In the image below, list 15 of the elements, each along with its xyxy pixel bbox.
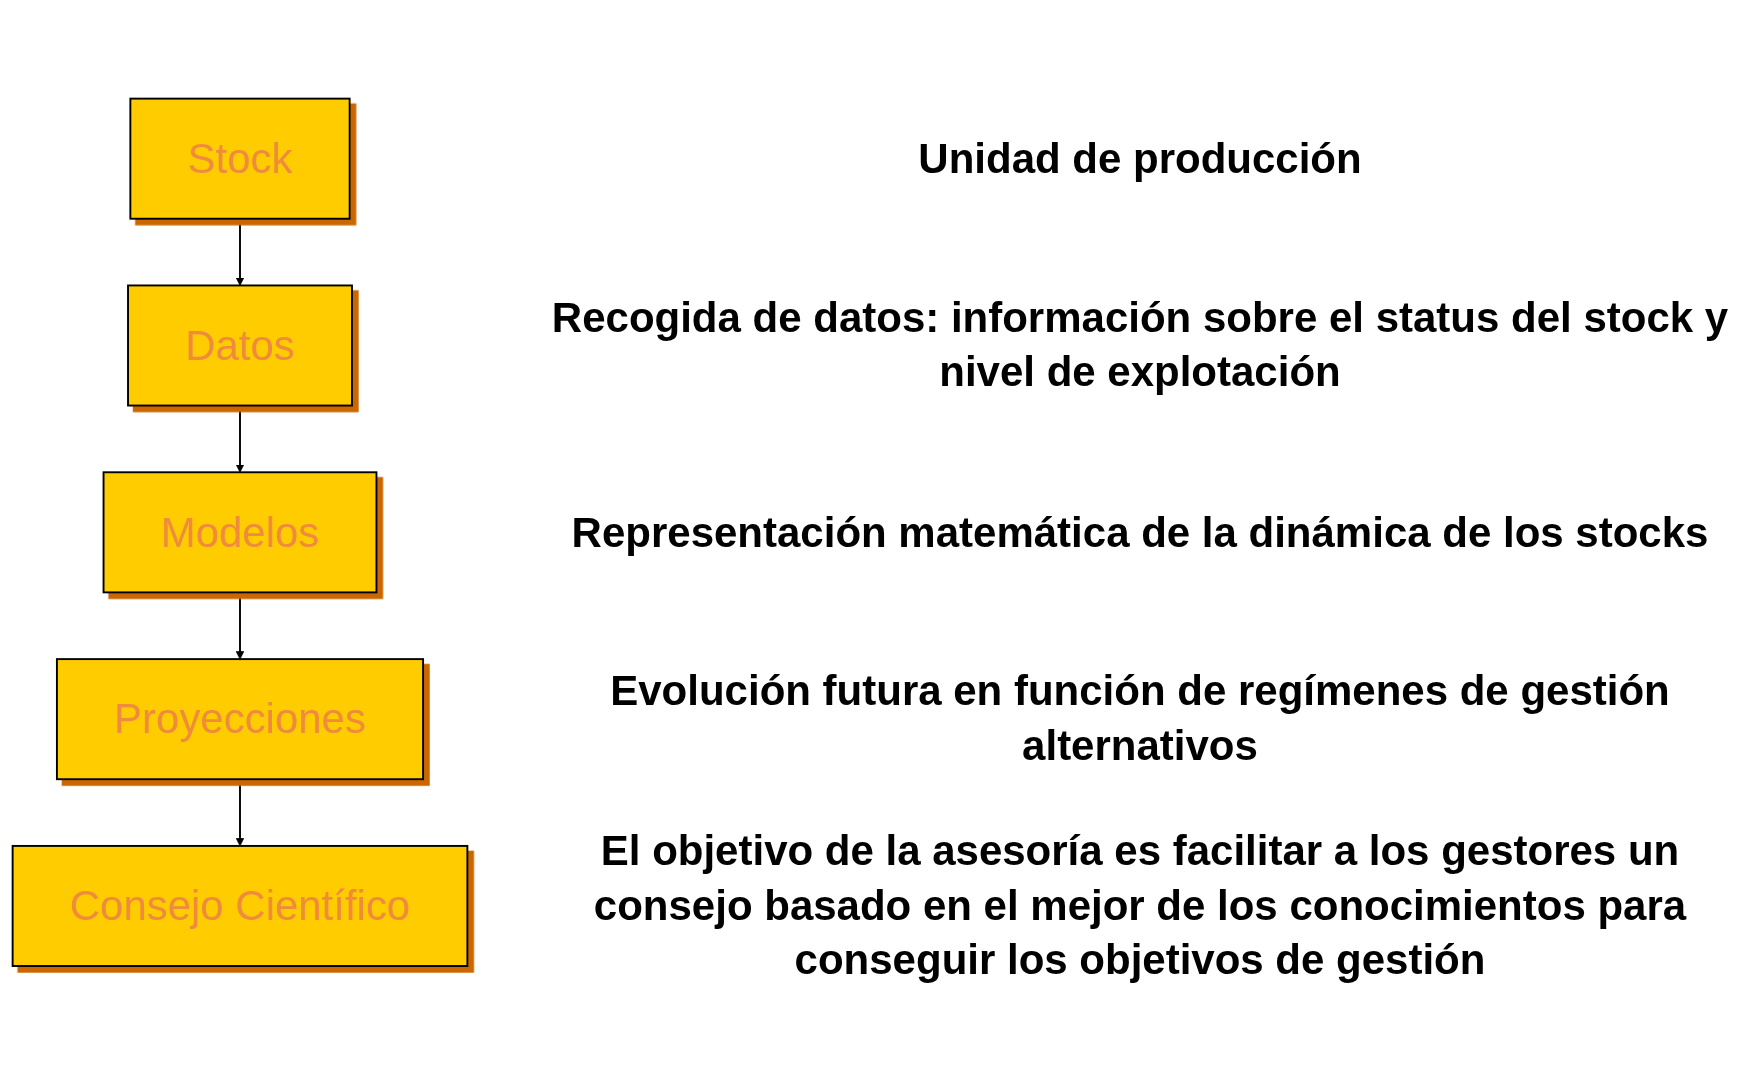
node-box xyxy=(102,471,378,594)
arrow xyxy=(235,591,245,660)
node-box xyxy=(129,97,351,220)
description-text: Representación matemática de la dinámica de los stocks xyxy=(570,507,1710,558)
node-box xyxy=(11,845,469,968)
description-text: Evolución futura en función de regímenes de gestión alternativos xyxy=(609,666,1671,772)
description-text: Recogida de datos: información sobre el status del stock y nivel de explotación xyxy=(550,293,1730,398)
description-text: El objetivo de la asesoría es facilitar a los gestores un consejo basado en el mejor de los conocimientos para conseguir los objetivos de gestión xyxy=(592,826,1688,986)
flowchart-drawing: Stock Datos Modelos Proyecciones Consejo Científico xyxy=(5,91,475,974)
node-box xyxy=(127,284,353,407)
description-text: Unidad de producción xyxy=(917,133,1363,184)
arrow xyxy=(235,778,245,847)
arrow xyxy=(235,217,245,286)
arrow xyxy=(235,404,245,473)
node-box xyxy=(55,658,425,781)
